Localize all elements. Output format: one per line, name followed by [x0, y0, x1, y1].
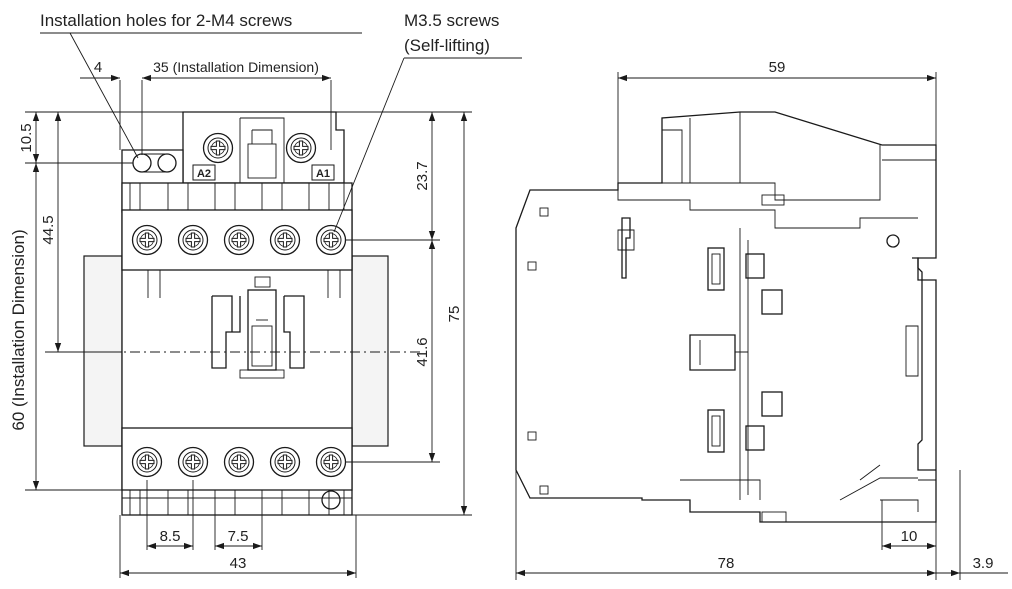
screws-callout-line2: (Self-lifting)	[404, 36, 490, 55]
dim-41-6: 41.6	[414, 337, 431, 366]
side-dimensions: 59 78 10 3.9	[515, 59, 1008, 580]
dim-35-install: 35 (Installation Dimension)	[153, 59, 319, 75]
dim-7-5: 7.5	[228, 528, 249, 545]
dim-10-5: 10.5	[18, 123, 35, 152]
holes-callout: Installation holes for 2-M4 screws	[40, 11, 292, 30]
screws-callout-line1: M3.5 screws	[404, 11, 499, 30]
front-view: A2 A1	[50, 111, 420, 516]
dim-44-5: 44.5	[40, 215, 57, 244]
side-view	[515, 111, 937, 523]
dim-60-install: 60 (Installation Dimension)	[9, 229, 28, 430]
dim-4: 4	[94, 59, 102, 76]
mounting-hole-bottom	[321, 490, 341, 510]
right-rail-flange	[351, 255, 389, 447]
dim-3-9: 3.9	[973, 555, 994, 572]
callouts: Installation holes for 2-M4 screws M3.5 …	[40, 11, 522, 233]
left-rail-flange	[83, 255, 123, 447]
dim-10: 10	[901, 528, 918, 545]
front-dimensions: 4 35 (Installation Dimension) 10.5 44.5 …	[9, 59, 472, 578]
dim-8-5: 8.5	[160, 528, 181, 545]
dim-43: 43	[230, 555, 247, 572]
dim-75: 75	[446, 306, 463, 323]
dim-23-7: 23.7	[414, 161, 431, 190]
dim-59: 59	[769, 59, 786, 76]
terminal-a1-label: A1	[316, 168, 330, 180]
terminal-a2-label: A2	[197, 168, 211, 180]
dim-78: 78	[718, 555, 735, 572]
side-body-outline	[515, 111, 937, 523]
